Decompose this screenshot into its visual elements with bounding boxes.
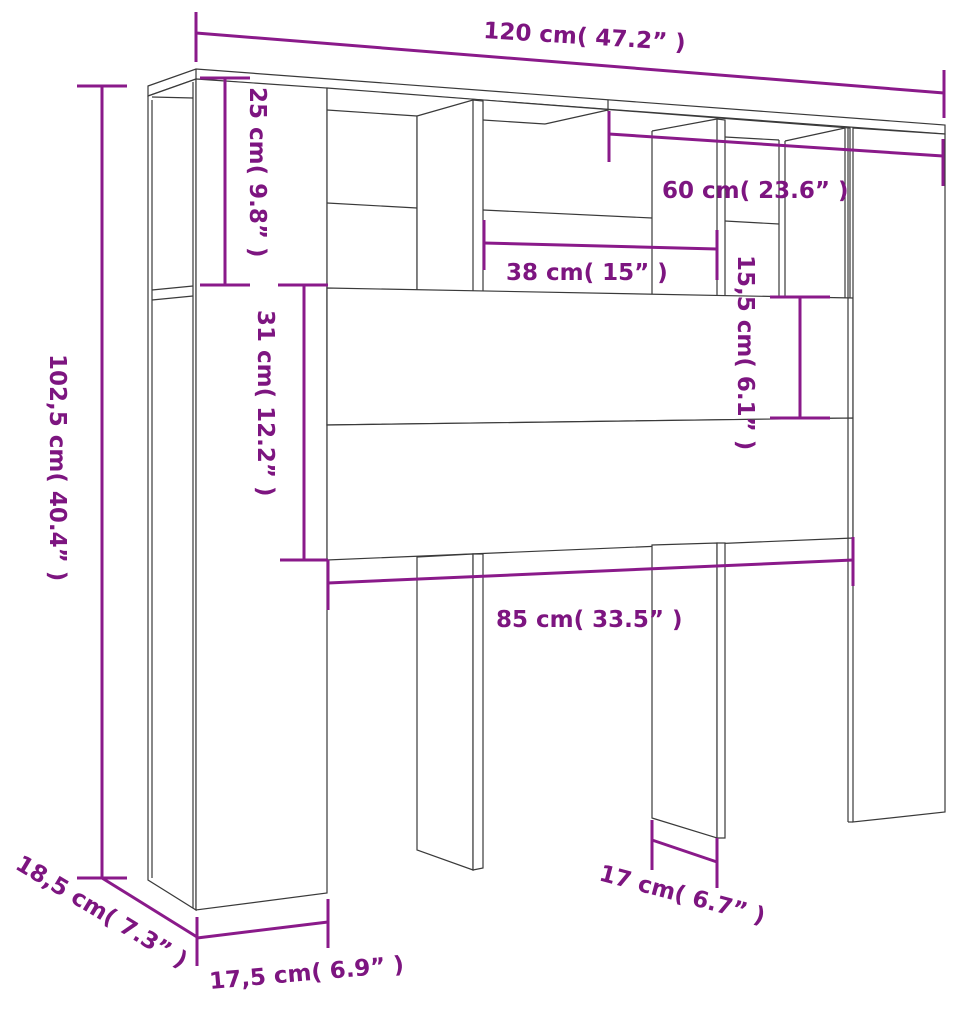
inner-width-label: 85 cm( 33.5” ) bbox=[496, 607, 683, 633]
lower-center-panel bbox=[326, 417, 854, 561]
left-column-side bbox=[147, 78, 197, 912]
total-width-label: 120 cm( 47.2” ) bbox=[483, 18, 687, 56]
center-panel-height-label: 31 cm( 12.2” ) bbox=[252, 310, 278, 497]
niche-width-label: 38 cm( 15” ) bbox=[506, 260, 668, 286]
center-leg-1 bbox=[416, 553, 474, 871]
half-width-label: 60 cm( 23.6” ) bbox=[662, 178, 849, 204]
cabinet-drawing bbox=[147, 68, 946, 912]
leg-depth-label: 17 cm( 6.7” ) bbox=[596, 861, 767, 930]
left-column-front bbox=[195, 78, 328, 911]
small-shelf-height-label: 15,5 cm( 6.1” ) bbox=[732, 255, 758, 450]
center-leg-2 bbox=[651, 542, 718, 839]
divider-1 bbox=[416, 99, 484, 293]
side-column-width-label: 17,5 cm( 6.9” ) bbox=[208, 952, 405, 995]
upper-center-panel bbox=[326, 287, 854, 426]
right-column-front bbox=[852, 127, 946, 823]
top-compartment-height-label: 25 cm( 9.8” ) bbox=[244, 87, 270, 258]
dimension-lines bbox=[77, 12, 946, 966]
total-height-label: 102,5 cm( 40.4” ) bbox=[44, 354, 70, 581]
